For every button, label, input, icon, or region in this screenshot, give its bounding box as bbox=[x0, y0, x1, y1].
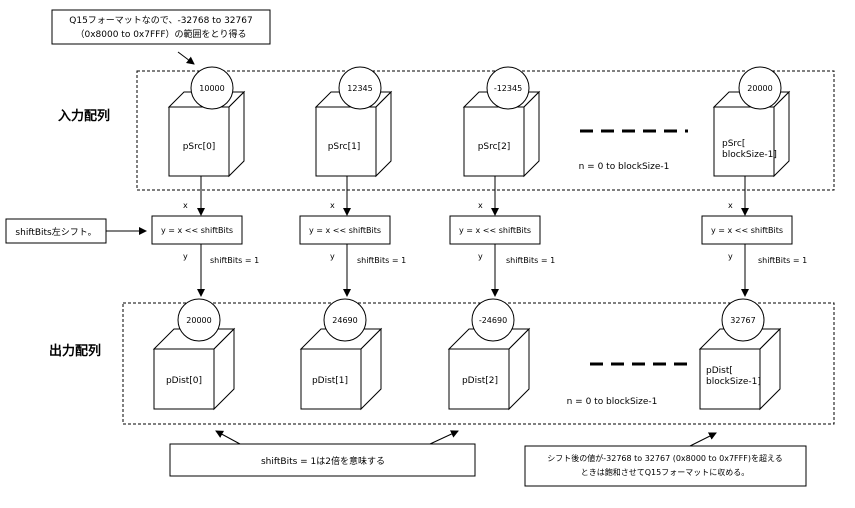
input-array-label: 入力配列 bbox=[58, 108, 110, 124]
op-column-0: x y = x << shiftBits y shiftBits = 1 bbox=[151, 176, 259, 297]
shift-note-label: shiftBits左シフト。 bbox=[15, 226, 96, 238]
input-name-last-line2: blockSize-1] bbox=[722, 150, 777, 160]
output-array-label: 出力配列 bbox=[49, 343, 101, 359]
input-range-label: n = 0 to blockSize-1 bbox=[579, 162, 670, 172]
op-box-2 bbox=[449, 215, 541, 245]
op-column-1: x y = x << shiftBits y shiftBits = 1 bbox=[299, 176, 406, 297]
op-y-label-2: y bbox=[478, 252, 483, 261]
output-name-0: pDist[0] bbox=[166, 376, 202, 386]
bottom-right-note-box bbox=[524, 445, 807, 487]
input-cube-2: -12345 pSrc[2] bbox=[462, 66, 541, 178]
input-value-circle-1 bbox=[338, 66, 382, 110]
bottom-right-note-line2: ときは飽和させてQ15フォーマットに収める。 bbox=[581, 467, 749, 477]
input-cube-last: 20000 pSrc[ blockSize-1] bbox=[712, 66, 791, 178]
output-range-label: n = 0 to blockSize-1 bbox=[567, 397, 658, 407]
output-value-circle-1 bbox=[323, 298, 367, 342]
input-value-2: -12345 bbox=[494, 84, 522, 93]
op-formula-last: y = x << shiftBits bbox=[711, 226, 783, 235]
bottom-center-note: shiftBits = 1は2倍を意味する bbox=[261, 455, 385, 467]
output-name-last-line1: pDist[ bbox=[706, 366, 733, 376]
shift-note-box bbox=[5, 218, 107, 244]
output-cube-last: 32767 pDist[ blockSize-1] bbox=[698, 298, 782, 411]
output-name-last-line2: blockSize-1] bbox=[706, 377, 761, 387]
op-formula-0: y = x << shiftBits bbox=[161, 226, 233, 235]
top-note-box bbox=[51, 9, 271, 45]
output-value-0: 20000 bbox=[186, 316, 211, 325]
bottom-center-arrow-left bbox=[215, 430, 241, 445]
input-value-circle-last bbox=[738, 66, 782, 110]
bottom-center-arrow-right bbox=[429, 430, 459, 445]
input-value-circle-0 bbox=[190, 66, 234, 110]
op-box-0 bbox=[151, 215, 243, 245]
op-param-2: shiftBits = 1 bbox=[506, 256, 555, 265]
op-y-label-last: y bbox=[728, 252, 733, 261]
output-name-2: pDist[2] bbox=[462, 376, 498, 386]
input-cube-1: 12345 pSrc[1] bbox=[314, 66, 393, 178]
output-cube-2: -24690 pDist[2] bbox=[447, 298, 531, 411]
input-name-0: pSrc[0] bbox=[183, 142, 216, 152]
op-x-label-2: x bbox=[478, 201, 483, 210]
bottom-right-arrow bbox=[689, 432, 717, 447]
op-formula-1: y = x << shiftBits bbox=[309, 226, 381, 235]
op-box-1 bbox=[299, 215, 391, 245]
output-value-circle-last bbox=[721, 298, 765, 342]
op-y-label-1: y bbox=[330, 252, 335, 261]
op-box-last bbox=[701, 215, 793, 245]
op-x-label-1: x bbox=[330, 201, 335, 210]
input-value-last: 20000 bbox=[747, 84, 772, 93]
output-value-circle-2 bbox=[471, 298, 515, 342]
bottom-center-note-box bbox=[169, 443, 476, 477]
op-x-label-0: x bbox=[183, 201, 188, 210]
op-column-2: x y = x << shiftBits y shiftBits = 1 bbox=[449, 176, 555, 297]
input-value-1: 12345 bbox=[347, 84, 372, 93]
output-name-1: pDist[1] bbox=[312, 376, 348, 386]
top-note-line2: （0x8000 to 0x7FFF）の範囲をとり得る bbox=[75, 28, 246, 40]
top-note-line1: Q15フォーマットなので、-32768 to 32767 bbox=[69, 15, 252, 26]
output-value-last: 32767 bbox=[730, 316, 755, 325]
input-value-circle-2 bbox=[486, 66, 530, 110]
input-name-last-line1: pSrc[ bbox=[722, 139, 745, 149]
output-value-circle-0 bbox=[177, 298, 221, 342]
output-value-1: 24690 bbox=[332, 316, 357, 325]
input-name-1: pSrc[1] bbox=[328, 142, 361, 152]
input-array-frame bbox=[136, 70, 835, 191]
op-column-last: x y = x << shiftBits y shiftBits = 1 bbox=[701, 176, 807, 297]
input-value-0: 10000 bbox=[199, 84, 224, 93]
output-value-2: -24690 bbox=[479, 316, 507, 325]
input-cube-0: 10000 pSrc[0] bbox=[167, 66, 246, 178]
top-note-arrow bbox=[177, 51, 195, 65]
op-formula-2: y = x << shiftBits bbox=[459, 226, 531, 235]
output-array-frame bbox=[122, 302, 835, 425]
bottom-right-note-line1: シフト後の値が-32768 to 32767 (0x8000 to 0x7FFF… bbox=[547, 453, 782, 463]
op-param-0: shiftBits = 1 bbox=[210, 256, 259, 265]
input-name-2: pSrc[2] bbox=[478, 142, 511, 152]
op-param-1: shiftBits = 1 bbox=[357, 256, 406, 265]
op-y-label-0: y bbox=[183, 252, 188, 261]
output-cube-1: 24690 pDist[1] bbox=[299, 298, 383, 411]
op-param-last: shiftBits = 1 bbox=[758, 256, 807, 265]
output-cube-0: 20000 pDist[0] bbox=[152, 298, 236, 411]
op-x-label-last: x bbox=[728, 201, 733, 210]
